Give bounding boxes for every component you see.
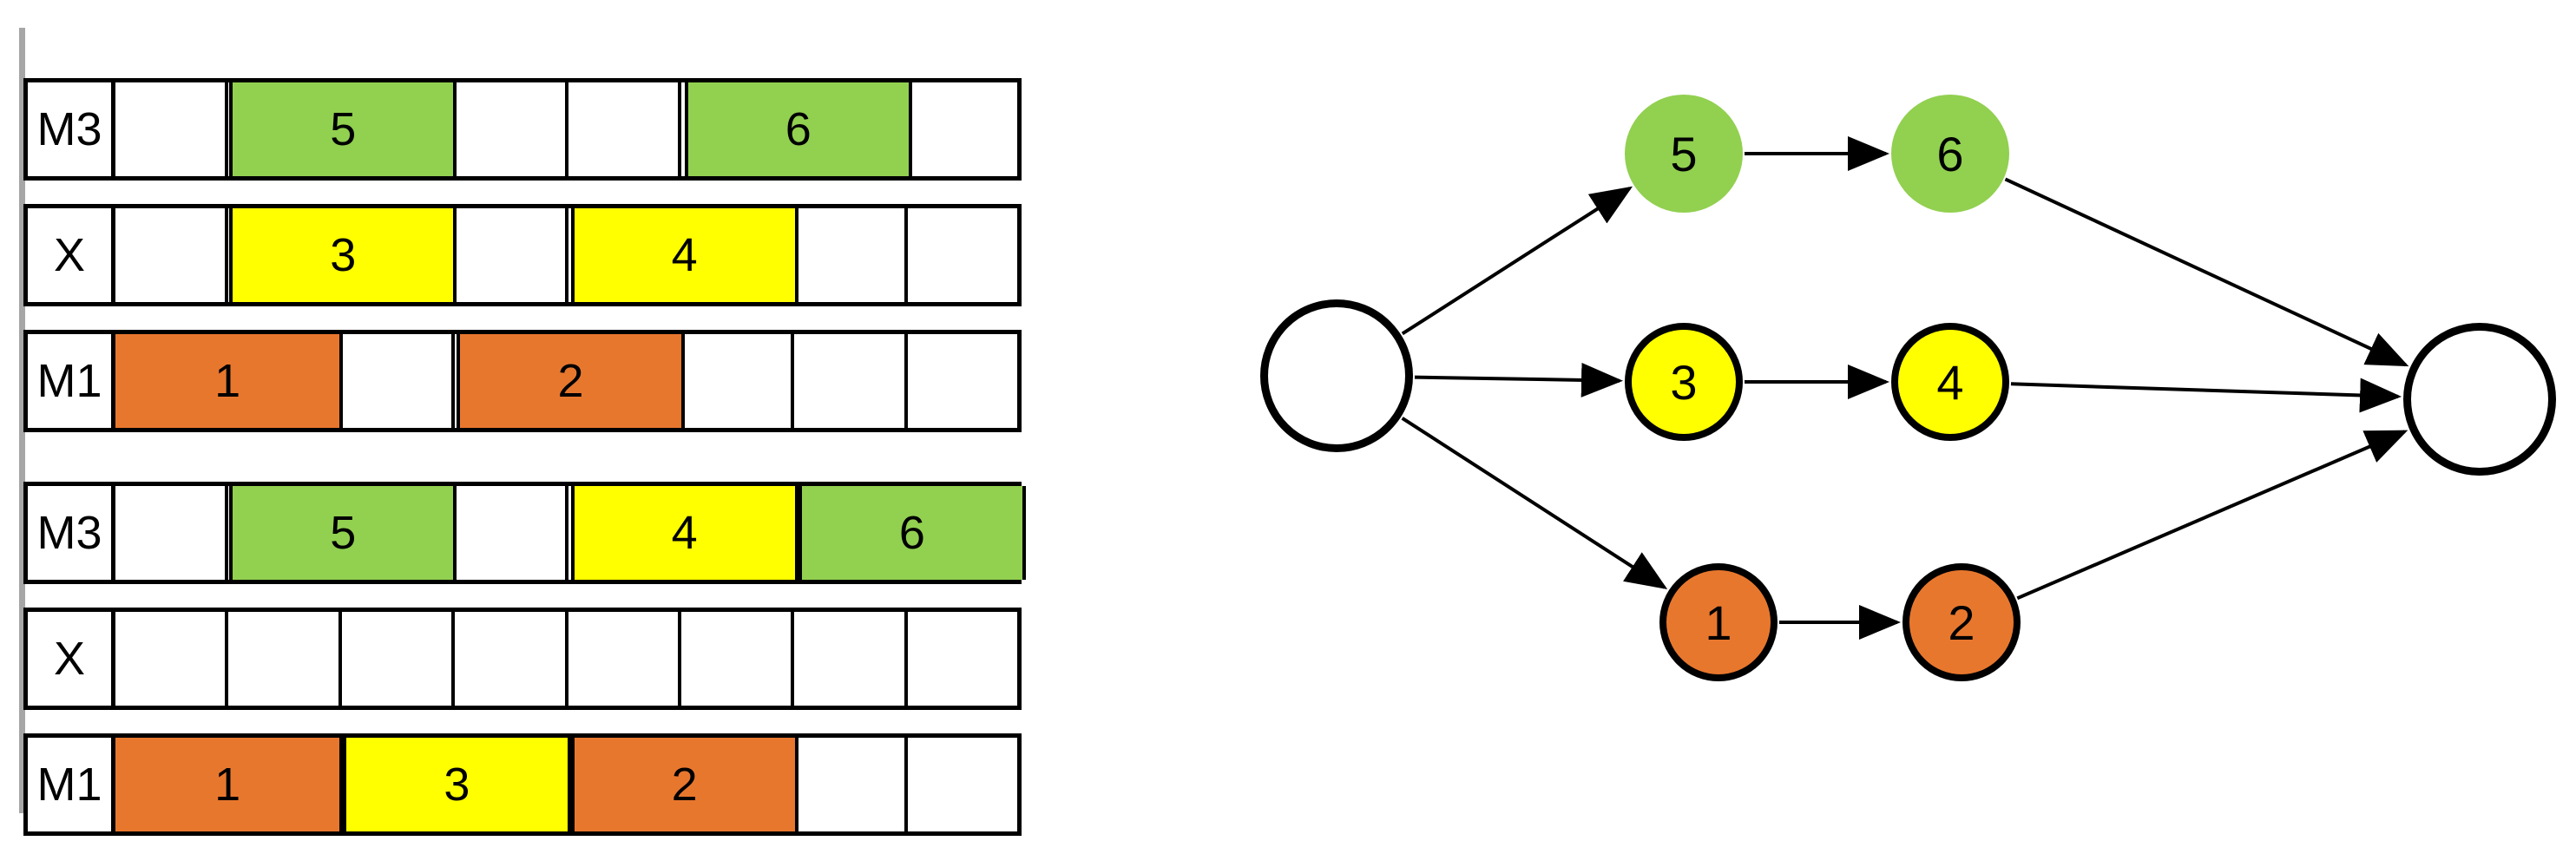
gantt-task-block: 5 bbox=[229, 486, 457, 580]
time-slot bbox=[228, 612, 342, 706]
gantt-task-block: 1 bbox=[115, 334, 344, 428]
graph-edge-start-to-n3 bbox=[1414, 362, 1624, 398]
time-slot bbox=[115, 82, 229, 176]
gantt-task-block: 6 bbox=[798, 486, 1026, 580]
gantt-task-block: 3 bbox=[229, 208, 457, 302]
gantt-task-block: 6 bbox=[684, 82, 912, 176]
graph-node-end bbox=[2403, 323, 2556, 476]
graph-node-n5: 5 bbox=[1625, 95, 1743, 213]
graph-edge-n2-to-end bbox=[2016, 430, 2408, 601]
time-slot bbox=[794, 334, 908, 428]
graph-node-n2: 2 bbox=[1902, 563, 2021, 681]
gantt-row-label: M3 bbox=[28, 486, 115, 580]
gantt-task-block: 2 bbox=[570, 738, 798, 831]
gantt-row-label: M3 bbox=[28, 82, 115, 176]
precedence-graph-panel: 5 6 3 4 1 2 bbox=[1198, 0, 2576, 841]
graph-node-n3: 3 bbox=[1625, 323, 1743, 441]
time-slot bbox=[341, 612, 456, 706]
gantt-track bbox=[115, 612, 1017, 706]
time-slot bbox=[341, 334, 456, 428]
time-slot bbox=[907, 612, 1017, 706]
gantt-task-block: 2 bbox=[457, 334, 685, 428]
gantt-task-block: 4 bbox=[570, 486, 798, 580]
time-slot bbox=[455, 82, 568, 176]
gantt-row-x: X bbox=[23, 608, 1022, 710]
time-slot bbox=[794, 208, 908, 302]
time-slot bbox=[794, 738, 908, 831]
gantt-row-label: X bbox=[28, 208, 115, 302]
time-slot bbox=[455, 208, 568, 302]
time-slot bbox=[115, 486, 229, 580]
time-slot bbox=[794, 612, 908, 706]
time-slot bbox=[455, 486, 568, 580]
time-slot bbox=[680, 612, 795, 706]
gantt-task-block: 4 bbox=[570, 208, 798, 302]
graph-edge-layer bbox=[1401, 136, 2409, 640]
gantt-row-label: M1 bbox=[28, 334, 115, 428]
gantt-row-label: M1 bbox=[28, 738, 115, 831]
time-slot bbox=[568, 82, 681, 176]
graph-edge-start-to-n1 bbox=[1401, 417, 1668, 590]
graph-edge-n4-to-end bbox=[2010, 378, 2402, 413]
time-slot bbox=[115, 208, 229, 302]
graph-node-n6: 6 bbox=[1891, 95, 2009, 213]
vertical-axis-line bbox=[19, 28, 25, 813]
time-slot bbox=[568, 612, 681, 706]
precedence-graph-svg bbox=[1401, 136, 2409, 640]
graph-node-n4: 4 bbox=[1891, 323, 2009, 441]
time-slot bbox=[455, 612, 568, 706]
time-slot bbox=[115, 612, 229, 706]
time-slot bbox=[680, 334, 795, 428]
gantt-task-block: 1 bbox=[115, 738, 344, 831]
graph-edge-start-to-n5 bbox=[1401, 186, 1633, 336]
time-slot bbox=[907, 82, 1017, 176]
graph-node-start bbox=[1260, 299, 1413, 452]
gantt-row-label: X bbox=[28, 612, 115, 706]
gantt-task-block: 3 bbox=[343, 738, 571, 831]
gantt-task-block: 5 bbox=[229, 82, 457, 176]
time-slot bbox=[907, 208, 1017, 302]
time-slot bbox=[907, 334, 1017, 428]
time-slot bbox=[907, 738, 1017, 831]
graph-node-n1: 1 bbox=[1659, 563, 1778, 681]
time-slot-grid bbox=[115, 612, 1017, 706]
graph-edge-n6-to-end bbox=[2004, 177, 2409, 367]
